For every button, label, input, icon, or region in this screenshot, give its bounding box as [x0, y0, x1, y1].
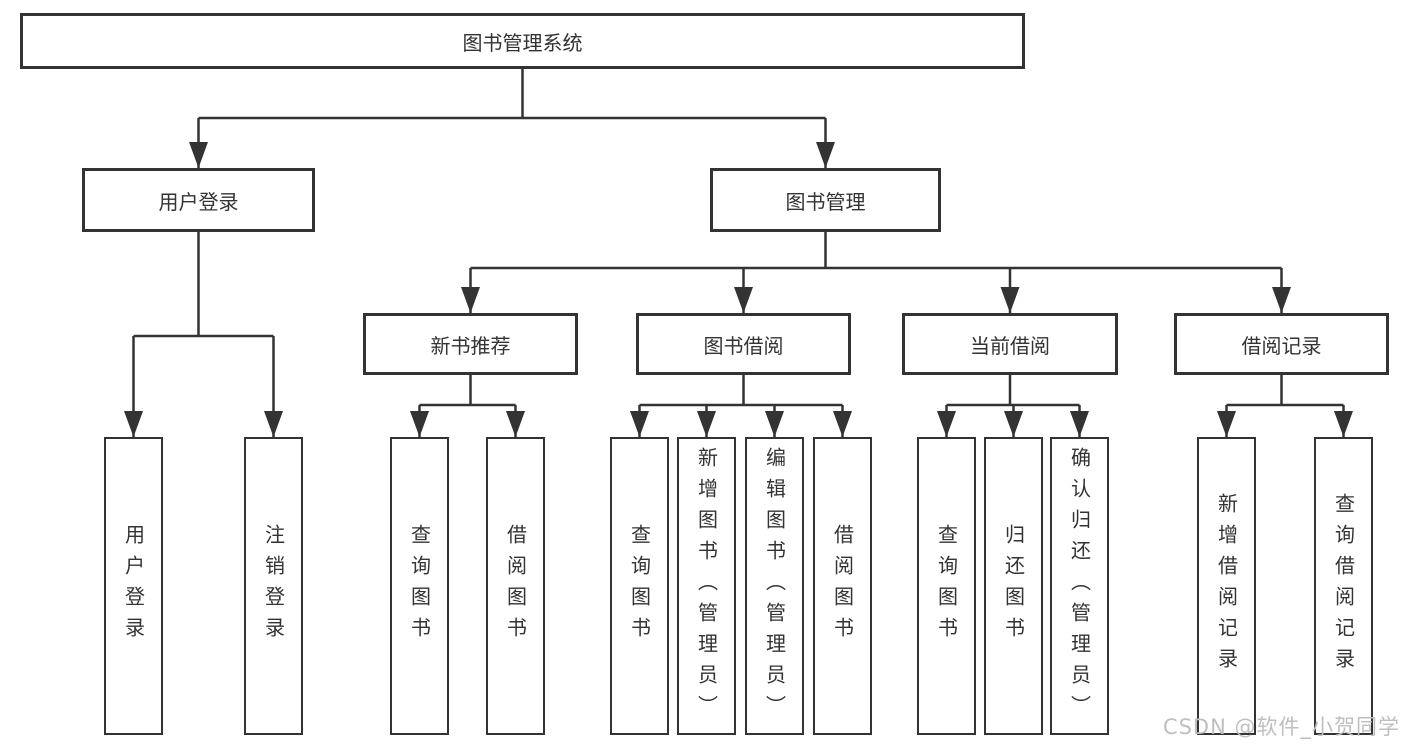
leaf-borrow-book-2: 借阅图书: [813, 437, 872, 735]
node-borrow-records: 借阅记录: [1174, 313, 1389, 375]
node-current-borrow: 当前借阅: [902, 313, 1118, 375]
node-book-borrow: 图书借阅: [636, 313, 851, 375]
node-book-borrow-label: 图书借阅: [703, 333, 784, 358]
leaf-user-login: 用户登录: [104, 437, 163, 735]
arrow-down-icon: [734, 287, 753, 313]
leaf-add-book-admin-label: 新增图书（管理员）: [694, 446, 719, 726]
arrow-down-icon: [765, 411, 784, 437]
leaf-add-borrow-record-label: 新增借阅记录: [1214, 493, 1239, 679]
leaf-query-book-1: 查询图书: [390, 437, 449, 735]
arrow-down-icon: [461, 287, 480, 313]
leaf-return-book: 归还图书: [984, 437, 1043, 735]
arrow-down-icon: [264, 411, 283, 437]
arrow-down-icon: [1004, 411, 1023, 437]
node-root: 图书管理系统: [20, 13, 1025, 69]
arrow-down-icon: [630, 411, 649, 437]
node-user-login: 用户登录: [82, 168, 315, 232]
csdn-watermark: CSDN @软件_小贺同学: [1162, 715, 1400, 739]
arrowheads: [124, 142, 1353, 437]
leaf-edit-book-admin-label: 编辑图书（管理员）: [762, 446, 787, 726]
leaf-user-login-label: 用户登录: [121, 524, 146, 648]
node-borrow-records-label: 借阅记录: [1241, 333, 1322, 358]
node-current-borrow-label: 当前借阅: [970, 333, 1050, 358]
arrow-down-icon: [697, 411, 716, 437]
arrow-down-icon: [1000, 287, 1020, 313]
leaf-add-borrow-record: 新增借阅记录: [1197, 437, 1256, 735]
leaf-borrow-book-2-label: 借阅图书: [830, 524, 855, 648]
arrow-down-icon: [1334, 411, 1353, 437]
node-new-book-recommend-label: 新书推荐: [430, 333, 511, 358]
arrow-down-icon: [1217, 411, 1236, 437]
leaf-logout: 注销登录: [244, 437, 303, 735]
leaf-query-book-2-label: 查询图书: [627, 524, 652, 648]
leaf-confirm-return-admin: 确认归还（管理员）: [1050, 437, 1109, 735]
leaf-logout-label: 注销登录: [261, 524, 286, 648]
node-book-management-label: 图书管理: [785, 189, 866, 214]
arrow-down-icon: [506, 411, 525, 437]
leaf-borrow-book-1: 借阅图书: [486, 437, 545, 735]
arrow-down-icon: [189, 142, 208, 168]
leaf-query-book-2: 查询图书: [610, 437, 669, 735]
arrow-down-icon: [816, 142, 835, 168]
node-new-book-recommend: 新书推荐: [363, 313, 578, 375]
leaf-query-book-1-label: 查询图书: [407, 524, 432, 648]
leaf-add-book-admin: 新增图书（管理员）: [677, 437, 736, 735]
arrow-down-icon: [833, 411, 852, 437]
arrow-down-icon: [1272, 287, 1291, 313]
leaf-query-book-3-label: 查询图书: [934, 524, 959, 648]
arrow-down-icon: [124, 411, 143, 437]
leaf-query-book-3: 查询图书: [917, 437, 976, 735]
arrow-down-icon: [937, 411, 956, 437]
connector-path: [132, 69, 1345, 437]
leaf-edit-book-admin: 编辑图书（管理员）: [745, 437, 804, 735]
arrow-down-icon: [1070, 411, 1089, 437]
leaf-return-book-label: 归还图书: [1001, 524, 1026, 648]
arrow-down-icon: [410, 411, 429, 437]
leaf-query-borrow-record: 查询借阅记录: [1314, 437, 1373, 735]
leaf-query-borrow-record-label: 查询借阅记录: [1331, 493, 1356, 679]
node-book-management: 图书管理: [710, 168, 941, 232]
leaf-confirm-return-admin-label: 确认归还（管理员）: [1067, 446, 1092, 726]
leaf-borrow-book-1-label: 借阅图书: [503, 524, 528, 648]
node-user-login-label: 用户登录: [158, 189, 239, 214]
node-root-label: 图书管理系统: [462, 30, 583, 55]
